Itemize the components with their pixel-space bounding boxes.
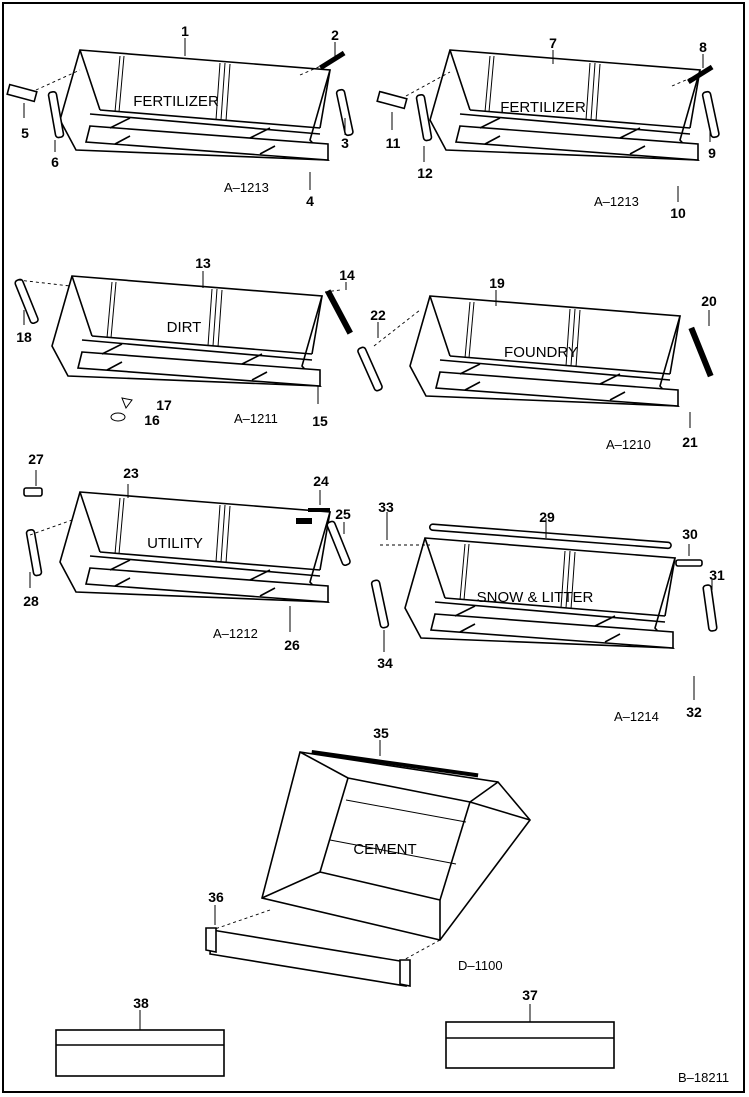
callout-37: 37 bbox=[522, 987, 538, 1003]
callout-23: 23 bbox=[123, 465, 139, 481]
bucket-label-fertilizer-1: FERTILIZER bbox=[133, 93, 219, 110]
callout-38: 38 bbox=[133, 995, 149, 1011]
decal-38 bbox=[55, 1010, 225, 1077]
callout-26: 26 bbox=[284, 637, 300, 653]
callout-11: 11 bbox=[386, 135, 401, 151]
callout-22: 22 bbox=[370, 307, 386, 323]
callout-19: 19 bbox=[489, 275, 505, 291]
callout-6: 6 bbox=[51, 154, 59, 170]
callout-2: 2 bbox=[331, 27, 339, 43]
ref-a1214: A–1214 bbox=[614, 709, 659, 724]
bucket-label-utility: UTILITY bbox=[147, 535, 203, 552]
callout-5: 5 bbox=[21, 125, 29, 141]
bucket-label-foundry: FOUNDRY bbox=[504, 344, 578, 361]
bucket-fertilizer-right bbox=[376, 49, 721, 202]
ref-a1210: A–1210 bbox=[606, 437, 651, 452]
callout-21: 21 bbox=[682, 434, 698, 450]
bucket-utility bbox=[23, 470, 352, 632]
ref-a1213-left: A–1213 bbox=[224, 180, 269, 195]
ref-a1213-right: A–1213 bbox=[594, 194, 639, 209]
bucket-label-fertilizer-2: FERTILIZER bbox=[500, 99, 586, 116]
bucket-dirt bbox=[13, 271, 353, 422]
callout-16: 16 bbox=[144, 412, 160, 428]
callout-31: 31 bbox=[709, 567, 725, 583]
callout-27: 27 bbox=[28, 451, 44, 467]
callout-36: 36 bbox=[208, 889, 224, 905]
decal-37 bbox=[445, 1004, 615, 1069]
callout-17: 17 bbox=[156, 397, 172, 413]
callout-10: 10 bbox=[670, 205, 686, 221]
bucket-snow-litter bbox=[370, 512, 718, 700]
callout-18: 18 bbox=[16, 329, 32, 345]
callout-28: 28 bbox=[23, 593, 39, 609]
bucket-label-dirt: DIRT bbox=[167, 319, 202, 336]
bucket-foundry bbox=[357, 290, 714, 428]
callout-13: 13 bbox=[195, 255, 211, 271]
callout-4: 4 bbox=[306, 193, 314, 209]
callout-8: 8 bbox=[699, 39, 707, 55]
ref-a1211: A–1211 bbox=[234, 411, 278, 426]
bucket-cement bbox=[205, 740, 532, 987]
bucket-label-snow-litter: SNOW & LITTER bbox=[477, 589, 594, 606]
bucket-fertilizer-left bbox=[6, 38, 355, 190]
ref-a1212: A–1212 bbox=[213, 626, 258, 641]
callout-7: 7 bbox=[549, 35, 557, 51]
callout-14: 14 bbox=[339, 267, 355, 283]
callout-20: 20 bbox=[701, 293, 717, 309]
callout-25: 25 bbox=[335, 506, 351, 522]
callout-33: 33 bbox=[378, 499, 394, 515]
callout-30: 30 bbox=[682, 526, 698, 542]
callout-3: 3 bbox=[341, 135, 349, 151]
callout-29: 29 bbox=[539, 509, 555, 525]
callout-1: 1 bbox=[181, 23, 189, 39]
ref-d1100: D–1100 bbox=[458, 958, 503, 973]
figure-ref: B–18211 bbox=[678, 1070, 729, 1085]
callout-32: 32 bbox=[686, 704, 702, 720]
callout-12: 12 bbox=[417, 165, 433, 181]
callout-15: 15 bbox=[312, 413, 328, 429]
callout-9: 9 bbox=[708, 145, 716, 161]
callout-34: 34 bbox=[377, 655, 393, 671]
bucket-label-cement: CEMENT bbox=[353, 841, 416, 858]
callout-35: 35 bbox=[373, 725, 389, 741]
callout-24: 24 bbox=[313, 473, 329, 489]
